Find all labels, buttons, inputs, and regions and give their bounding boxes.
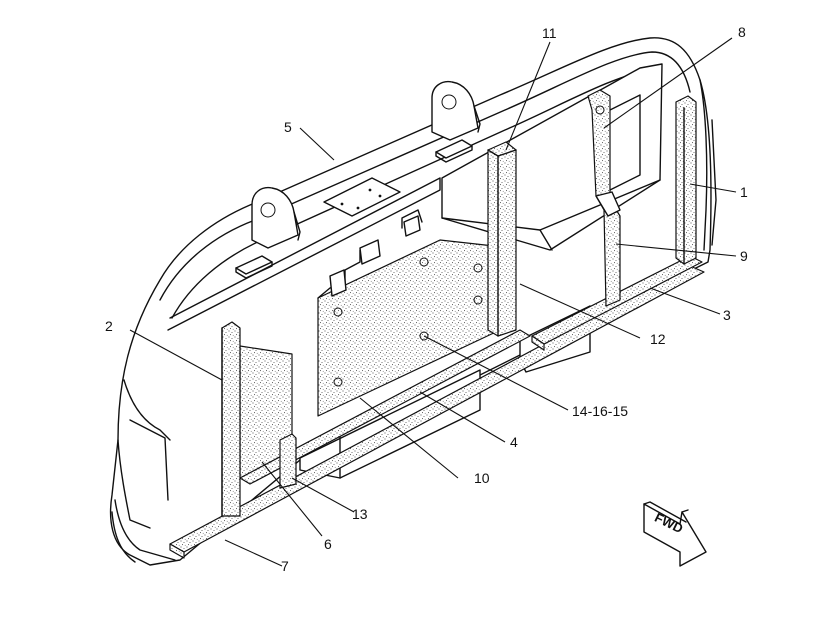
callout-14-16-15: 14-16-15 (572, 403, 628, 419)
callout-7: 7 (281, 558, 289, 574)
bracket-clips (329, 215, 421, 297)
lifting-lug-left (251, 186, 301, 249)
bottom-rail-4 (239, 329, 531, 485)
callout-6: 6 (324, 536, 332, 552)
callout-4: 4 (510, 434, 518, 450)
post-13 (279, 433, 297, 489)
callout-2: 2 (105, 318, 113, 334)
post-11 (487, 141, 517, 337)
callout-9: 9 (740, 248, 748, 264)
lifting-lug-right (431, 80, 481, 141)
mounting-pad-right (435, 139, 473, 163)
callout-8: 8 (738, 24, 746, 40)
callout-labels: 1 2 3 4 5 6 7 8 9 10 11 12 13 14-16-15 (105, 24, 748, 574)
callout-13: 13 (352, 506, 368, 522)
forward-direction-arrow: FWD (643, 501, 707, 567)
callout-5: 5 (284, 119, 292, 135)
callout-11: 11 (542, 25, 557, 41)
callout-10: 10 (474, 470, 490, 486)
callout-1: 1 (740, 184, 748, 200)
leader-lines (129, 37, 737, 567)
bottom-rail-7 (169, 265, 705, 559)
mounting-pad-left (235, 255, 273, 279)
callout-12: 12 (650, 331, 666, 347)
top-cover-plate (323, 177, 401, 217)
callout-3: 3 (723, 307, 731, 323)
post-1 (675, 95, 697, 265)
post-9 (587, 89, 621, 307)
post-2 (221, 321, 241, 517)
